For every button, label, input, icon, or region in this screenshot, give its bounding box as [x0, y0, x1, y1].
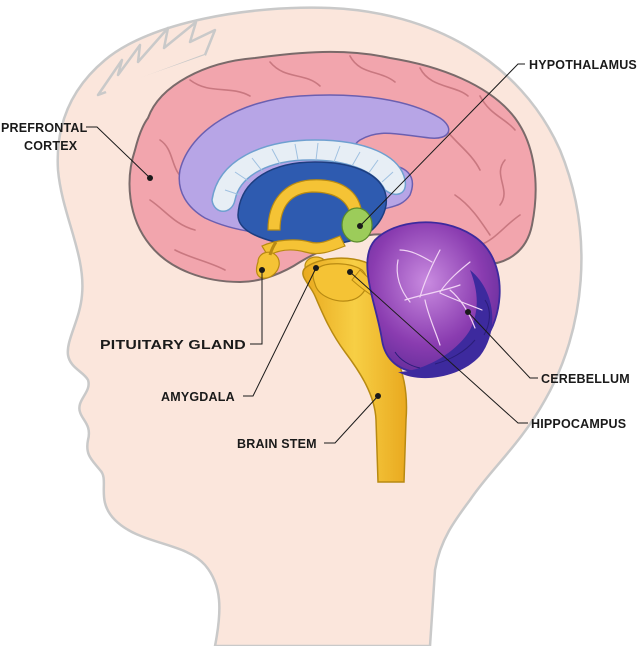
leader-amygdala [243, 267, 317, 397]
dot-hippocampus [347, 269, 353, 275]
cerebellum-arbor-vitae [396, 249, 483, 346]
dot-prefrontal [147, 175, 153, 181]
dot-pituitary [259, 267, 265, 273]
dot-brain-stem [375, 393, 381, 399]
dot-amygdala [313, 265, 319, 271]
callosum-striations [224, 142, 394, 196]
pituitary-stalk [268, 241, 278, 256]
leader-lines [86, 63, 538, 444]
leader-cerebellum [467, 311, 538, 379]
dot-hypothalamus [357, 223, 363, 229]
labels: PREFRONTAL CORTEX HYPOTHALAMUS PITUITARY… [1, 58, 637, 451]
label-pituitary-gland: PITUITARY GLAND [100, 338, 246, 352]
label-amygdala: AMYGDALA [161, 390, 235, 404]
limbic-tract [261, 235, 346, 257]
label-hippocampus: HIPPOCAMPUS [531, 417, 626, 431]
hair-tuft [96, 20, 217, 97]
leader-pituitary [250, 270, 263, 345]
label-prefrontal-cortex-line1: PREFRONTAL [1, 121, 88, 135]
brain-stem-bulge [312, 263, 368, 302]
label-brain-stem: BRAIN STEM [237, 437, 317, 451]
label-cerebellum: CEREBELLUM [541, 372, 630, 386]
leader-prefrontal [86, 126, 151, 179]
label-hypothalamus: HYPOTHALAMUS [529, 58, 637, 72]
hypothalamus-shape [341, 207, 373, 243]
dot-cerebellum [465, 309, 471, 315]
leader-brain-stem [324, 395, 379, 444]
leader-hippocampus [349, 271, 528, 424]
leader-hypothalamus [359, 63, 525, 227]
cerebellum-folia [394, 299, 490, 369]
label-prefrontal-cortex-line2: CORTEX [24, 139, 78, 153]
cerebellum-dark-lobe [398, 270, 493, 379]
hair-tuft-fill [105, 55, 215, 100]
